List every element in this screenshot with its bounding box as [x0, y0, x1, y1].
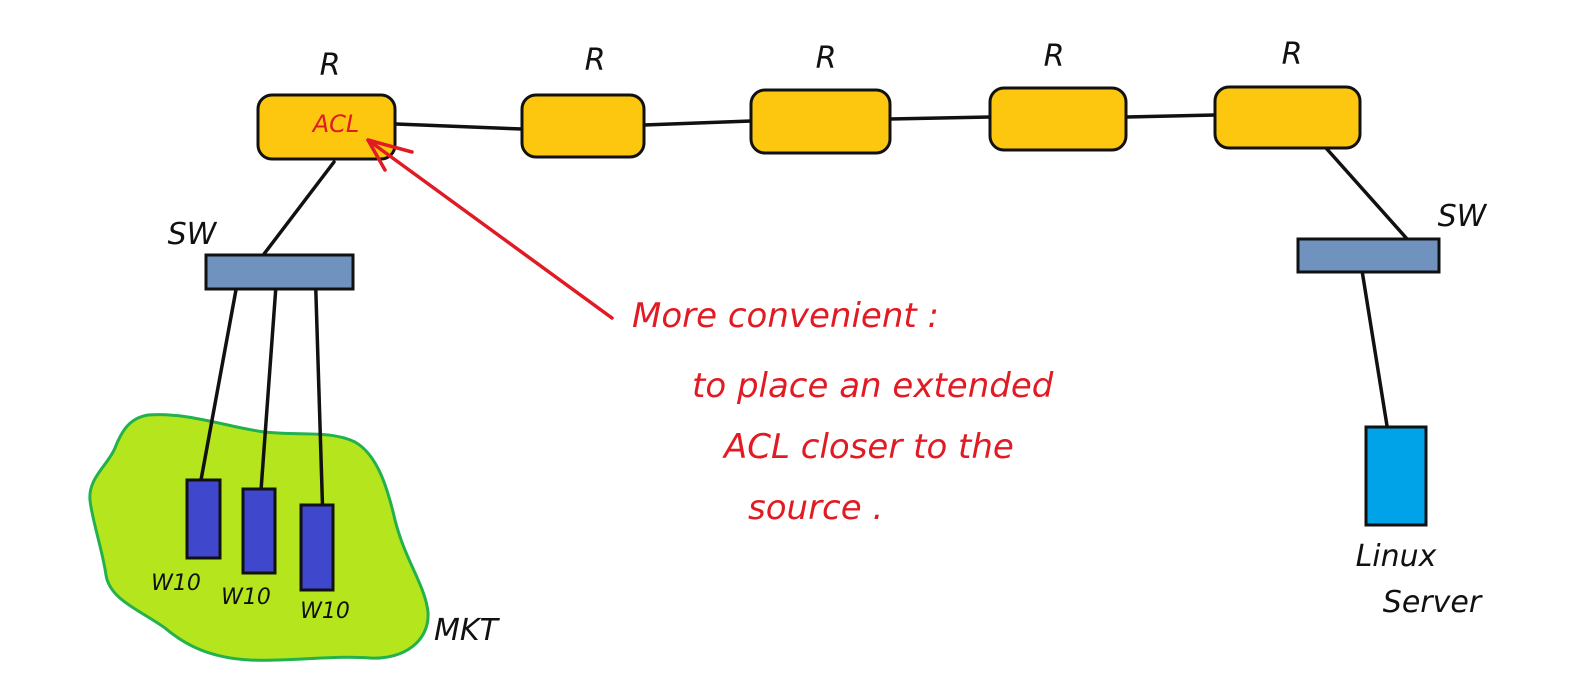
link-r2-r3 — [642, 119, 753, 127]
router-3: R — [749, 41, 892, 155]
router-label: R — [1282, 37, 1303, 72]
host-label: W10 — [221, 585, 271, 610]
router-acl-label: ACL — [311, 110, 360, 138]
server-label-line2: Server — [1383, 585, 1483, 620]
link-sw-host-3 — [313, 262, 325, 524]
router-links — [199, 113, 1410, 524]
router-box — [520, 93, 646, 159]
host-3: W10 — [299, 503, 350, 624]
router-2: R — [520, 43, 646, 159]
router-label: R — [1044, 39, 1065, 74]
link-sw-host-2 — [258, 270, 279, 506]
link-r5-sw-right — [1324, 146, 1410, 242]
link-r1-sw-left — [262, 160, 336, 256]
annotation-text: More convenient : to place an extended A… — [632, 296, 1054, 528]
host-box — [241, 487, 277, 575]
annotation-line2: to place an extended — [692, 366, 1054, 406]
link-sw-server — [1358, 256, 1390, 434]
annotation-line4: source . — [748, 488, 883, 528]
server-box — [1364, 425, 1428, 527]
link-r4-r5 — [1124, 113, 1217, 119]
router-label: R — [816, 41, 837, 76]
server-label-line1: Linux — [1356, 539, 1437, 574]
host-box — [185, 478, 222, 560]
switch-box — [204, 253, 355, 291]
annotation-arrow — [366, 138, 614, 320]
link-r3-r4 — [888, 115, 992, 121]
host-1: W10 — [151, 478, 222, 596]
host-box — [299, 503, 335, 592]
link-sw-host-1 — [199, 266, 242, 482]
annotation-line1: More convenient : — [632, 296, 939, 336]
router-label: R — [320, 48, 341, 83]
router-4: R — [988, 39, 1128, 152]
switch-left: SW — [168, 217, 355, 291]
router-1: R ACL — [256, 48, 397, 161]
arrow-head — [366, 138, 414, 172]
switch-label: SW — [1438, 199, 1488, 234]
router-box — [256, 93, 397, 161]
link-r1-r2 — [394, 122, 524, 131]
switch-box — [1296, 237, 1441, 274]
router-5: R — [1213, 37, 1362, 150]
host-2: W10 — [221, 487, 277, 610]
router-label: R — [585, 43, 606, 78]
host-label: W10 — [300, 599, 350, 624]
switch-right: SW — [1296, 199, 1488, 274]
router-box — [749, 88, 892, 155]
router-box — [988, 86, 1128, 152]
linux-server: Linux Server — [1356, 425, 1483, 620]
arrow-shaft — [366, 138, 614, 320]
switch-label: SW — [168, 217, 218, 252]
router-box — [1213, 85, 1362, 150]
host-label: W10 — [151, 571, 201, 596]
zone-label: MKT — [434, 613, 501, 648]
annotation-line3: ACL closer to the — [722, 427, 1014, 467]
